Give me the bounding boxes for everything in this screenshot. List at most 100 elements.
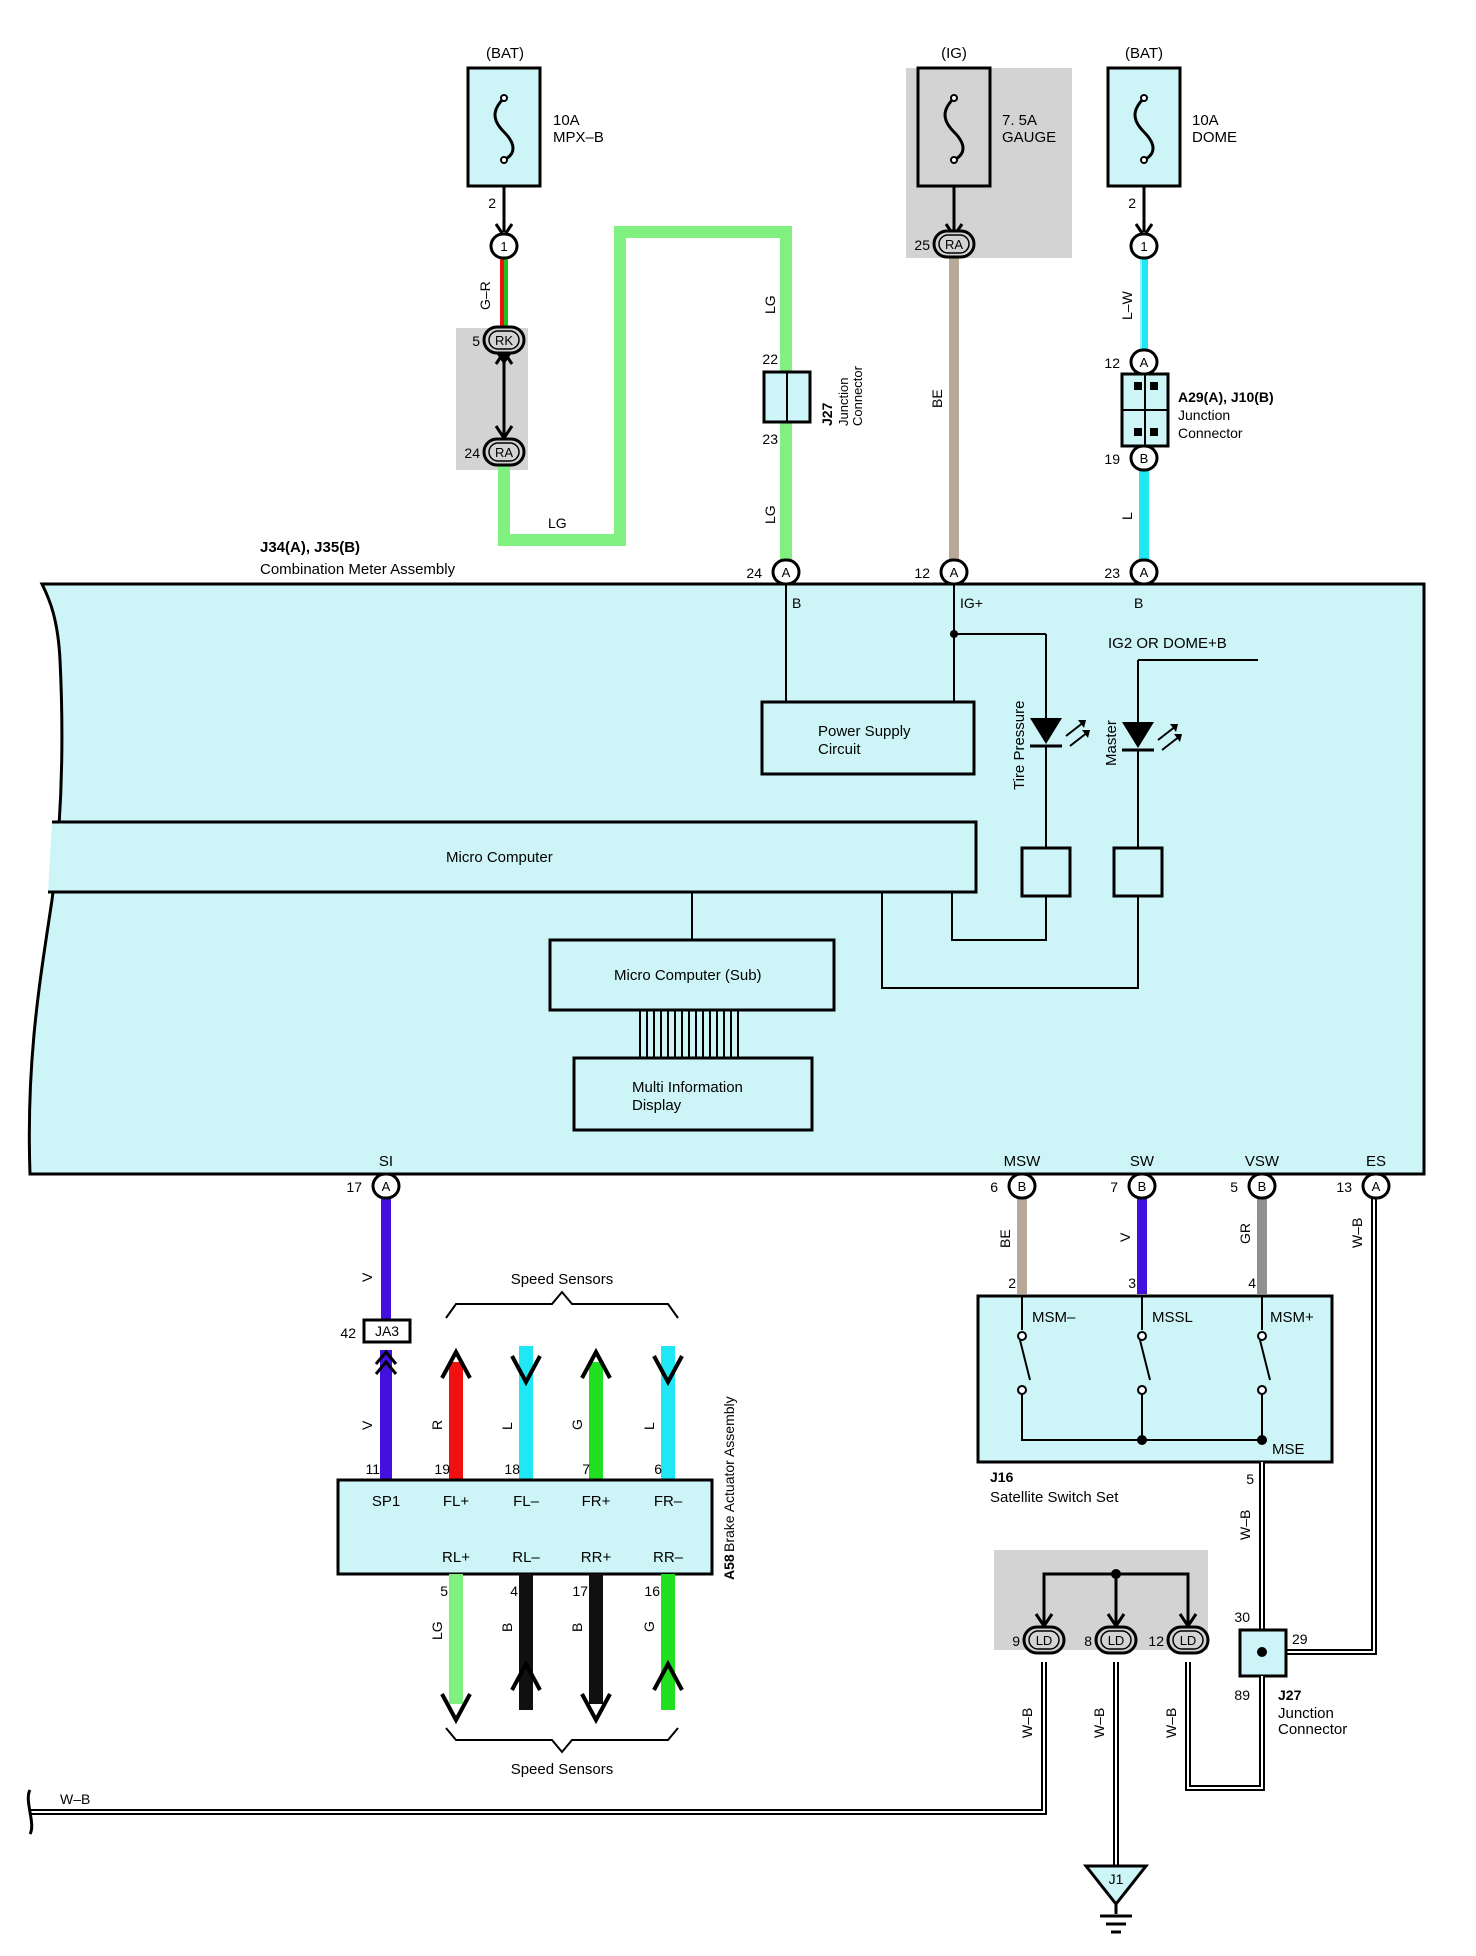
wire-label-b: B bbox=[569, 1623, 585, 1632]
wire-label-w-b: W–B bbox=[1091, 1708, 1107, 1738]
satellite-switch-set: 2 3 4 MSM– MSSL MSM+ MSE J16 Sa bbox=[976, 1275, 1334, 1506]
sat-pin: 3 bbox=[1128, 1275, 1136, 1291]
power-supply-circuit bbox=[760, 700, 976, 776]
connector-c-5b: B5 bbox=[1230, 1172, 1277, 1200]
connector-c-12a: A12 bbox=[914, 558, 969, 586]
wire-label-g: G bbox=[569, 1419, 585, 1430]
tire-pressure-label: Tire Pressure bbox=[1011, 701, 1028, 790]
connector-code: 1 bbox=[1140, 239, 1147, 254]
fuse-source-label: (IG) bbox=[941, 45, 967, 62]
brake-top-pin: 18 bbox=[504, 1461, 520, 1477]
wire-label-be: BE bbox=[997, 1229, 1013, 1248]
micro-computer-sub-label: Micro Computer (Sub) bbox=[614, 967, 762, 984]
brake-bottom-pin: 5 bbox=[440, 1583, 448, 1599]
sat-mse-pin: 5 bbox=[1246, 1471, 1254, 1487]
brake-top-pin: 7 bbox=[582, 1461, 590, 1477]
multi-information-display bbox=[572, 1056, 814, 1132]
wire-label-g-r: G–R bbox=[477, 281, 493, 310]
connector-code: A bbox=[1140, 355, 1149, 370]
connector-c-1b: 1 bbox=[1129, 232, 1159, 260]
j27-line2: Connector bbox=[850, 365, 865, 426]
fuse-name: GAUGE bbox=[1002, 129, 1056, 146]
connector-code: A bbox=[382, 1179, 391, 1194]
connector-code: B bbox=[1018, 1179, 1027, 1194]
data-bus bbox=[639, 1010, 739, 1058]
wire-label-w-b: W–B bbox=[60, 1791, 90, 1807]
sat-pin: 4 bbox=[1248, 1275, 1256, 1291]
connector-code: 1 bbox=[500, 239, 507, 254]
connector-pin: 7 bbox=[1110, 1179, 1118, 1195]
connector-pin: 19 bbox=[1104, 451, 1120, 467]
ground-j1: J1 bbox=[1082, 1864, 1150, 1934]
pin-vsw-label: VSW bbox=[1245, 1153, 1280, 1170]
ja3-labels: JA3 42 bbox=[340, 1323, 399, 1341]
connector-pin: 12 bbox=[1104, 355, 1120, 371]
fuse-rating: 7. 5A bbox=[1002, 112, 1037, 129]
connector-code: B bbox=[1258, 1179, 1267, 1194]
connector-c-ld9: LD9 bbox=[1012, 1625, 1066, 1655]
wire-label-l: L bbox=[1119, 512, 1135, 520]
power-supply-line1: Power Supply bbox=[818, 723, 911, 740]
wire-label-be: BE bbox=[929, 389, 945, 408]
connector-pin: 12 bbox=[914, 565, 930, 581]
j27-pin: 29 bbox=[1292, 1631, 1308, 1647]
fuse-gauge: (IG) 7. 5A GAUGE bbox=[916, 45, 1056, 188]
fuse-name: DOME bbox=[1192, 129, 1237, 146]
wire-label-w-b: W–B bbox=[1237, 1510, 1253, 1540]
ground-label: J1 bbox=[1109, 1871, 1124, 1887]
wire-label-v: V bbox=[359, 1420, 375, 1430]
a29-id: A29(A), J10(B) bbox=[1178, 389, 1274, 405]
fuse-dome: (BAT) 10A DOME 2 bbox=[1106, 45, 1237, 211]
brake-bottom-pin: 16 bbox=[644, 1583, 660, 1599]
pin-b-label: B bbox=[792, 595, 801, 611]
sat-term-msm-plus: MSM+ bbox=[1270, 1309, 1314, 1326]
connector-code: LD bbox=[1180, 1633, 1197, 1648]
connector-c-13a: A13 bbox=[1336, 1172, 1391, 1200]
brake-id: A58 bbox=[721, 1554, 737, 1580]
wire-label-r: R bbox=[429, 1420, 445, 1430]
connector-c-23a: A23 bbox=[1104, 558, 1159, 586]
sat-term-mse: MSE bbox=[1272, 1441, 1305, 1458]
brake-bottom-terminal: RR– bbox=[653, 1549, 684, 1566]
meter-id: J34(A), J35(B) bbox=[260, 539, 360, 556]
power-supply-line2: Circuit bbox=[818, 741, 861, 758]
tire-pressure-led bbox=[1030, 718, 1090, 848]
pin-si-label: SI bbox=[379, 1153, 393, 1170]
j27-bottom-connector: 30 29 89 J27 Junction Connector bbox=[1234, 1609, 1347, 1738]
master-led bbox=[1122, 722, 1182, 848]
connector-code: LD bbox=[1036, 1633, 1053, 1648]
connector-pin: 13 bbox=[1336, 1179, 1352, 1195]
mid-line1: Multi Information bbox=[632, 1079, 743, 1096]
connector-code: RA bbox=[495, 445, 513, 460]
micro-computer-label: Micro Computer bbox=[446, 849, 553, 866]
brake-actuator-assembly bbox=[336, 1478, 714, 1576]
connector-code: B bbox=[1138, 1179, 1147, 1194]
brake-top-terminal: FL+ bbox=[443, 1493, 470, 1510]
connector-c-ld8: LD8 bbox=[1084, 1625, 1138, 1655]
fuse-pin: 2 bbox=[1128, 195, 1136, 211]
ig2-label: IG2 OR DOME+B bbox=[1108, 635, 1227, 652]
connector-c-24a: A24 bbox=[746, 558, 801, 586]
pin-b-label: B bbox=[1134, 595, 1143, 611]
pin-sw-label: SW bbox=[1130, 1153, 1155, 1170]
j27-pin: 22 bbox=[762, 351, 778, 367]
wire-label-lg: LG bbox=[762, 505, 778, 524]
brake-bottom-terminal: RL– bbox=[512, 1549, 540, 1566]
brake-top-pin: 6 bbox=[654, 1461, 662, 1477]
brake-top-terminal: FR– bbox=[654, 1493, 683, 1510]
connector-pin: 24 bbox=[746, 565, 762, 581]
j27-line2: Connector bbox=[1278, 1721, 1347, 1738]
wire-label-gr: GR bbox=[1237, 1223, 1253, 1244]
speed-sensors-top-label: Speed Sensors bbox=[511, 1271, 614, 1288]
wire-label-lg: LG bbox=[429, 1621, 445, 1640]
connector-c-6b: B6 bbox=[990, 1172, 1037, 1200]
connector-pin: 17 bbox=[346, 1179, 362, 1195]
a29-line1: Junction bbox=[1178, 407, 1230, 423]
sat-term-mssl: MSSL bbox=[1152, 1309, 1193, 1326]
ja3-code: JA3 bbox=[375, 1323, 399, 1339]
ja3-pin: 42 bbox=[340, 1325, 356, 1341]
